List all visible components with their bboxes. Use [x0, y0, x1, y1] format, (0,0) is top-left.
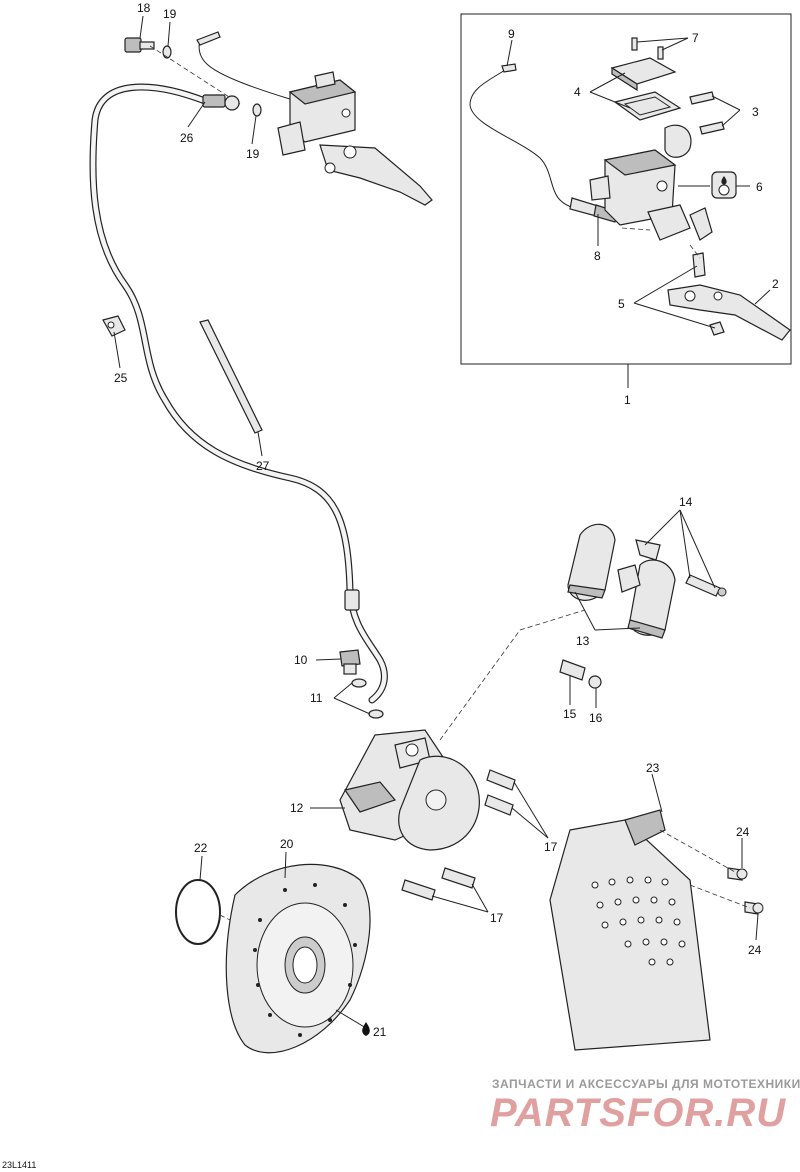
master-cylinder-inset [589, 149, 691, 241]
reservoir-diaphragm [613, 91, 682, 121]
callout-20: 20 [280, 837, 294, 851]
callout-19-top: 19 [163, 7, 177, 21]
brake-pad-inner [567, 523, 616, 601]
callout-6: 6 [756, 180, 763, 194]
watermark-brand: PARTSFOR.RU [490, 1091, 786, 1135]
callout-23: 23 [646, 761, 660, 775]
brake-disc [225, 863, 371, 1054]
brake-lever-inset [667, 284, 791, 341]
cover-screw-right [657, 46, 664, 60]
callout-27: 27 [256, 459, 270, 473]
pad-spring [617, 539, 661, 593]
caliper-bolts-upper [484, 769, 516, 816]
lever-pivot-nut [709, 321, 725, 336]
sealing-washer-lower-upper [351, 678, 367, 688]
pad-pin [685, 574, 727, 597]
master-cylinder-inset-frame [460, 13, 792, 365]
callout-11: 11 [310, 691, 323, 705]
callout-7: 7 [692, 31, 699, 45]
master-cylinder-top [277, 71, 433, 206]
banjo-bolt-lower [339, 649, 361, 675]
reservoir-cover [610, 57, 677, 92]
diagram-code: 23L1411 [2, 1160, 36, 1170]
callout-3: 3 [752, 105, 759, 119]
brake-hose [89, 83, 388, 704]
callout-1: 1 [624, 393, 631, 407]
tie-strap [199, 319, 263, 434]
fluid-level-sight-glass [711, 171, 737, 199]
callout-8: 8 [594, 249, 601, 263]
callout-15: 15 [563, 707, 577, 721]
banjo-fitting-top [224, 95, 240, 111]
caliper-guard [549, 809, 711, 1051]
hose-clip [102, 315, 126, 337]
callout-12: 12 [290, 801, 304, 815]
o-ring [175, 879, 221, 945]
caliper-bolts-lower [401, 867, 476, 901]
guard-screw-lower [744, 901, 764, 915]
bleeder-cap [588, 675, 602, 689]
callout-10: 10 [294, 653, 308, 667]
banjo-bolt-top [124, 37, 155, 53]
brake-caliper [339, 729, 480, 851]
brake-pad-outer [627, 559, 676, 639]
watermark-tagline: ЗАПЧАСТИ И АКСЕССУАРЫ ДЛЯ МОТОТЕХНИКИ [492, 1077, 800, 1091]
callout-2: 2 [772, 277, 779, 291]
callout-26: 26 [180, 131, 194, 145]
callout-17-lower: 17 [490, 911, 504, 925]
callout-5: 5 [618, 297, 625, 311]
callout-24-upper: 24 [736, 825, 750, 839]
callout-16: 16 [589, 711, 603, 725]
guard-screw-upper [727, 867, 748, 881]
callout-4: 4 [574, 85, 581, 99]
cover-screw-left [631, 37, 638, 51]
callout-18: 18 [137, 1, 151, 15]
callout-22: 22 [194, 841, 208, 855]
callout-14: 14 [679, 495, 693, 509]
callout-21: 21 [373, 1025, 387, 1039]
callout-13: 13 [576, 634, 590, 648]
threadlocker-drop-icon [362, 1022, 370, 1036]
callout-19-lower: 19 [246, 147, 260, 161]
sealing-washer-lower-lower [368, 709, 384, 719]
callout-25: 25 [114, 371, 128, 385]
sealing-washer-top-right [252, 103, 262, 117]
sealing-washer-top-left [162, 45, 172, 59]
bleeder-screw [559, 659, 586, 681]
callout-9: 9 [508, 27, 515, 41]
callout-24-lower: 24 [748, 943, 762, 957]
callout-17-upper: 17 [544, 840, 558, 854]
clamp-bolts [689, 91, 725, 135]
